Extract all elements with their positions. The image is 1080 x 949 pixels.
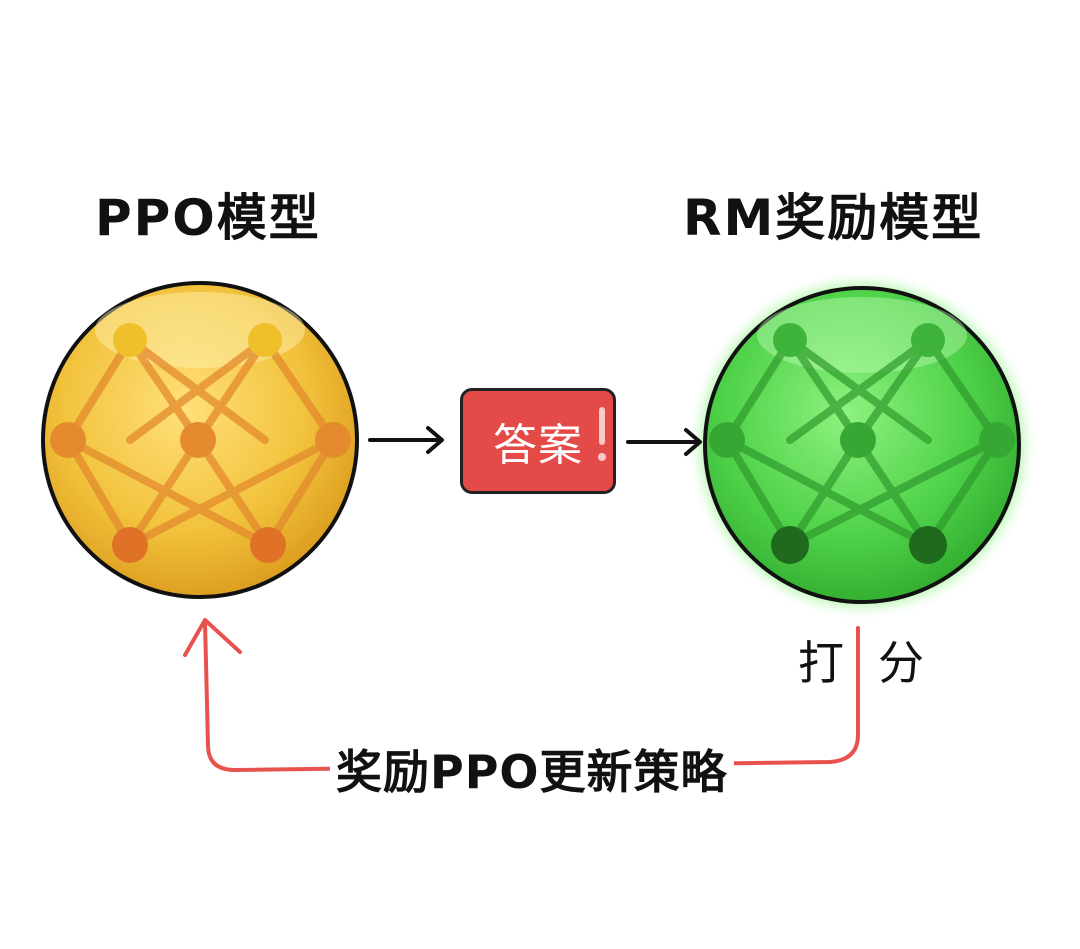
ppo-network-icon (64, 336, 337, 549)
rm-model-title: RM奖励模型 (683, 189, 984, 247)
ppo-sphere (41, 281, 359, 599)
rm-nodes (709, 323, 1015, 564)
ppo-model-title: PPO模型 (95, 189, 321, 247)
feedback-label: 奖励PPO更新策略 (330, 736, 734, 802)
rm-network-icon (723, 336, 1001, 549)
arrow-answer-to-rm (626, 428, 702, 456)
exclamation-icon (598, 407, 606, 461)
score-label-char1: 打 (798, 636, 844, 690)
answer-label: 答案 (493, 420, 583, 471)
rm-sphere (703, 286, 1021, 604)
score-label-char2: 分 (878, 636, 924, 690)
answer-box: 答案 (460, 388, 616, 494)
ppo-nodes (50, 323, 351, 563)
arrow-ppo-to-answer (368, 426, 444, 454)
